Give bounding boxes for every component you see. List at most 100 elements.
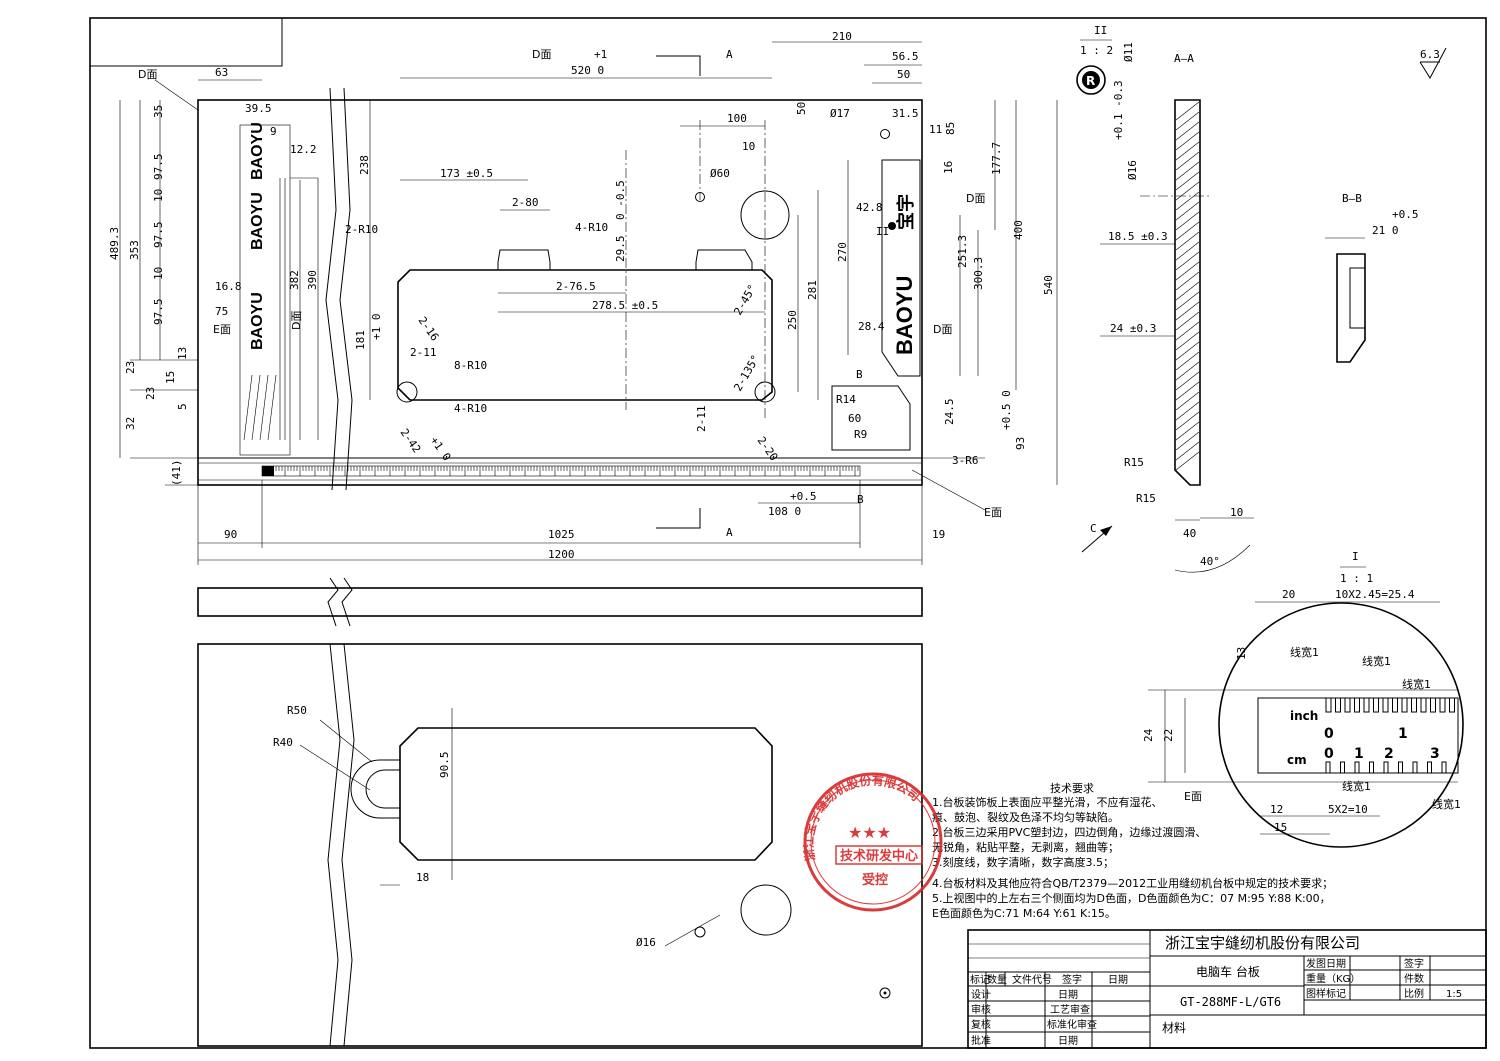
dim-16: 16 bbox=[942, 161, 955, 174]
dim-2-r10: 2-R10 bbox=[345, 223, 378, 236]
section-bb-title: B—B bbox=[1342, 192, 1362, 205]
e-face-left: E面 bbox=[213, 323, 231, 336]
section-hatch bbox=[1175, 201, 1200, 221]
tech-req-title: 技术要求 bbox=[1050, 782, 1094, 795]
tech-req-line-3: 2.台板三边采用PVC塑封边，四边倒角，边缘过渡圆滑、 bbox=[932, 825, 1206, 839]
dim-97-5b: 97.5 bbox=[152, 222, 165, 249]
logo-text-3: BAOYU bbox=[249, 122, 266, 180]
section-hatch bbox=[1175, 341, 1200, 361]
dim-90: 90 bbox=[224, 528, 237, 541]
tb-date-1: 日期 bbox=[1058, 989, 1078, 1001]
tech-req-line-4: 无锐角，粘贴平整，无剥离，翘曲等； bbox=[932, 840, 1119, 854]
section-hatch bbox=[1175, 441, 1200, 461]
ruler-tooth bbox=[1382, 697, 1389, 713]
dim-r50: R50 bbox=[287, 704, 307, 717]
dim-10b: 10 bbox=[152, 267, 165, 280]
dim-108-tol: +0.5 bbox=[790, 490, 817, 503]
logo-strip-left: BAOYU BAOYU BAOYU bbox=[249, 122, 266, 350]
e-face-right: E面 bbox=[984, 506, 1002, 519]
tb-review: 复核 bbox=[971, 1018, 991, 1031]
cm-3: 3 bbox=[1430, 746, 1440, 762]
registered-mark: R bbox=[1086, 74, 1095, 88]
section-hatch bbox=[1175, 171, 1200, 191]
control-stamp: 浙江宝宇缝纫机股份有限公司 ★★★ 技术研发中心 受控 bbox=[801, 772, 943, 912]
dim-r14: R14 bbox=[836, 393, 856, 406]
section-hatch bbox=[1175, 241, 1200, 261]
dim-251-3: 251.3 bbox=[956, 235, 969, 268]
dim-270: 270 bbox=[836, 242, 849, 262]
line-width-1: 线宽1 bbox=[1290, 645, 1319, 659]
section-b-bot: B bbox=[857, 493, 864, 506]
detail-i-scale: 1 : 1 bbox=[1340, 572, 1373, 585]
aa-r15b: R15 bbox=[1136, 492, 1156, 505]
tb-date-2: 日期 bbox=[1058, 1035, 1078, 1047]
tech-req-line-7: 5.上视图中的上左右三个侧面均为D色面，D色面颜色为C：07 M:95 Y:88… bbox=[932, 891, 1331, 905]
dim-540: 540 bbox=[1042, 275, 1055, 295]
ruler-tooth bbox=[1430, 697, 1436, 713]
d-face-mid: D面 bbox=[290, 311, 303, 330]
detail-i-12: 12 bbox=[1270, 803, 1283, 816]
dim-23b: 23 bbox=[144, 387, 157, 400]
section-hatch bbox=[1175, 431, 1200, 451]
section-a-top: A bbox=[726, 48, 733, 61]
detail-ii-phi11: Ø11 bbox=[1122, 42, 1135, 62]
dim-d-face-left: D面 bbox=[138, 68, 157, 81]
section-hatch bbox=[1175, 351, 1200, 371]
tech-req-line-8: E色面颜色为C:71 M:64 Y:61 K:15。 bbox=[932, 906, 1116, 920]
ruler-tooth bbox=[1401, 697, 1408, 713]
dim-2-16: 2-16 bbox=[416, 314, 442, 343]
dim-r40: R40 bbox=[273, 736, 293, 749]
ruler-tooth bbox=[1354, 697, 1360, 713]
company-name: 浙江宝宇缝纫机股份有限公司 bbox=[1165, 934, 1360, 952]
section-hatch bbox=[1175, 231, 1200, 251]
aa-angle-40: 40° bbox=[1200, 555, 1220, 568]
dim-56-5: 56.5 bbox=[892, 50, 919, 63]
tb-weight: 重量（KG） bbox=[1306, 972, 1360, 985]
material-label: 材料 bbox=[1162, 1021, 1186, 1035]
section-b-top: B bbox=[856, 368, 863, 381]
section-hatch bbox=[1175, 421, 1200, 441]
tb-std: 标准化审查 bbox=[1047, 1018, 1097, 1031]
dim-75: 75 bbox=[215, 305, 228, 318]
logo-text-2: BAOYU bbox=[249, 192, 266, 250]
section-hatch bbox=[1175, 371, 1200, 391]
line-width-4: 线宽1 bbox=[1342, 779, 1371, 793]
dim-8-r10: 8-R10 bbox=[454, 359, 487, 372]
ruler-tooth bbox=[1420, 697, 1427, 713]
dim-15: 15 bbox=[164, 371, 177, 384]
dim-60: 60 bbox=[848, 412, 861, 425]
tb-mark: 标记 bbox=[970, 974, 990, 986]
cm-tooth bbox=[1441, 761, 1447, 774]
ruler-tooth bbox=[1392, 697, 1398, 713]
detail-ii-scale: 1 : 2 bbox=[1080, 44, 1113, 57]
detail-i-15: 15 bbox=[1274, 821, 1287, 834]
detail-i-5x2: 5X2=10 bbox=[1328, 803, 1368, 816]
ruler-tooth bbox=[1363, 697, 1370, 713]
dim-181-tol: +1 0 bbox=[370, 314, 383, 341]
bb-tol: +0.5 bbox=[1392, 208, 1419, 221]
dim-390: 390 bbox=[306, 270, 319, 290]
ruler-tooth bbox=[1449, 697, 1455, 713]
tech-req-line-2: 痕、鼓泡、裂纹及色泽不均匀等缺陷。 bbox=[932, 810, 1119, 824]
dim-108: 108 0 bbox=[768, 505, 801, 518]
ruler-tooth bbox=[1373, 697, 1379, 713]
main-dimensions: D面 +1 520 0 A 210 56.5 50 63 D面 39.5 9 1… bbox=[108, 30, 1058, 565]
section-hatch bbox=[1175, 151, 1200, 171]
section-hatch bbox=[1175, 191, 1200, 211]
dim-489-3: 489.3 bbox=[108, 227, 121, 260]
dim-50-top: 50 bbox=[897, 68, 910, 81]
dim-41: (41) bbox=[170, 460, 183, 487]
dim-1200: 1200 bbox=[548, 548, 575, 561]
dim-400: 400 bbox=[1012, 220, 1025, 240]
cm-0: 0 bbox=[1324, 746, 1334, 762]
dim-11: 11 bbox=[929, 123, 942, 136]
tb-process: 工艺审查 bbox=[1050, 1003, 1090, 1016]
section-hatch bbox=[1175, 331, 1200, 351]
section-hatch bbox=[1175, 361, 1200, 381]
section-hatch bbox=[1175, 291, 1200, 311]
aa-phi16: Ø16 bbox=[1126, 160, 1139, 180]
dim-31-5: 31.5 bbox=[892, 107, 919, 120]
marker-ii: II bbox=[876, 225, 889, 238]
dim-32: 32 bbox=[124, 417, 137, 430]
tb-count: 数量 bbox=[987, 973, 1007, 986]
